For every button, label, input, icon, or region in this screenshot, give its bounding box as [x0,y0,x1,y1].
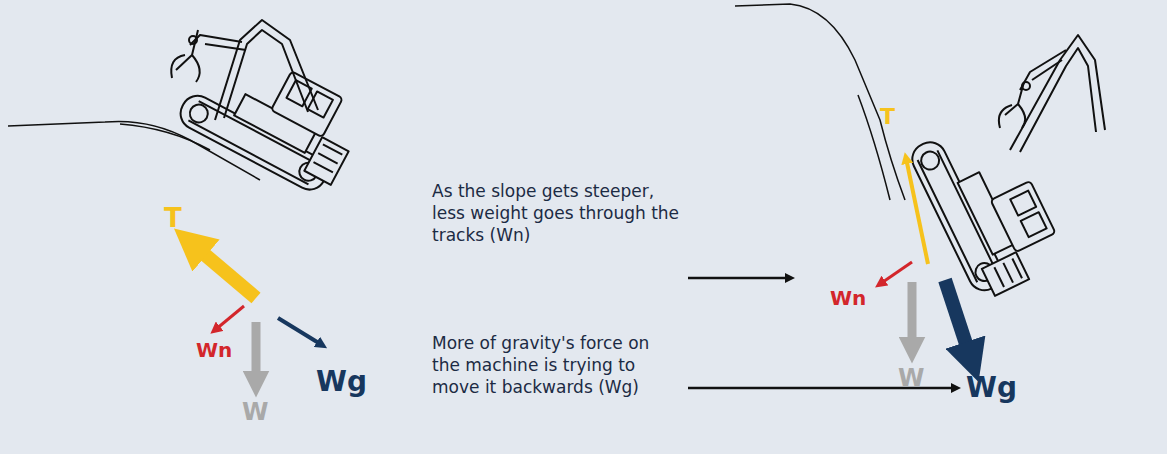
force-arrows-right [880,158,972,362]
force-label: Wg [316,368,367,396]
note-text: More of gravity's force on the machine i… [432,332,682,398]
force-label: Wn [830,288,866,308]
force-label: Wn [196,340,232,360]
force-label: T [164,205,182,231]
harvester-left [171,20,369,199]
slope-right [735,4,905,200]
harvester-right [907,35,1105,303]
force-label: Wg [966,374,1017,402]
note-text: As the slope gets steeper, less weight g… [432,180,682,246]
force-label: T [880,106,895,128]
force-arrows-left [190,242,322,384]
force-label: W [898,366,924,390]
force-label: W [242,400,268,424]
